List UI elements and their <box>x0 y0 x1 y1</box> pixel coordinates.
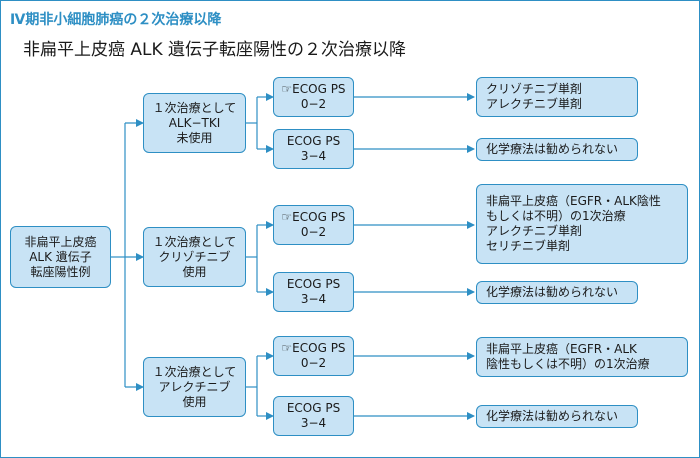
ps-label: ☞ECOG PS <box>281 341 346 355</box>
result-line: アレクチニブ単剤 <box>486 97 583 111</box>
ps-label: ECOG PS <box>286 277 341 291</box>
ps-poor-box: ECOG PS 3−4 <box>273 396 354 436</box>
root-box: 非扁平上皮癌 ALK 遺伝子 転座陽性例 <box>10 226 111 288</box>
result-line: クリゾチニブ単剤 <box>486 82 583 96</box>
treatment-box: １次治療として クリゾチニブ 使用 <box>143 227 246 287</box>
ps-range: 0−2 <box>300 225 327 239</box>
result-line: 化学療法は勧められない <box>486 409 619 423</box>
ps-good-box: ☞ECOG PS 0−2 <box>273 336 354 376</box>
root-line: 非扁平上皮癌 <box>24 234 97 249</box>
treatment-box: １次治療として アレクチニブ 使用 <box>143 357 246 417</box>
ps-range: 3−4 <box>300 149 327 163</box>
ps-poor-box: ECOG PS 3−4 <box>273 129 354 169</box>
ps-poor-box: ECOG PS 3−4 <box>273 272 354 312</box>
ps-label: ECOG PS <box>286 134 341 148</box>
treatment-line: アレクチニブ <box>158 379 231 394</box>
result-box: 化学療法は勧められない <box>476 281 638 304</box>
figure-subtitle: 非扁平上皮癌 ALK 遺伝子転座陽性の２次治療以降 <box>23 40 407 60</box>
ps-label: ☞ECOG PS <box>281 210 346 224</box>
treatment-line: クリゾチニブ <box>158 249 231 264</box>
ps-range: 0−2 <box>300 97 327 111</box>
treatment-line: ALK−TKI <box>168 115 221 130</box>
result-line: もしくは不明）の1次治療 <box>486 209 626 223</box>
result-line: 非扁平上皮癌（EGFR・ALK <box>486 342 637 356</box>
result-box: 非扁平上皮癌（EGFR・ALK 陰性もしくは不明）の1次治療 <box>476 337 688 377</box>
treatment-line: 未使用 <box>176 130 213 145</box>
result-line: アレクチニブ単剤 <box>486 224 583 238</box>
treatment-box: １次治療として ALK−TKI 未使用 <box>143 93 246 153</box>
result-line: 非扁平上皮癌（EGFR・ALK陰性 <box>486 194 661 208</box>
result-line: セリチニブ単剤 <box>486 239 571 253</box>
ps-good-box: ☞ECOG PS 0−2 <box>273 77 354 117</box>
result-box: 化学療法は勧められない <box>476 138 638 161</box>
ps-good-box: ☞ECOG PS 0−2 <box>273 205 354 245</box>
ps-range: 0−2 <box>300 356 327 370</box>
ps-range: 3−4 <box>300 416 327 430</box>
result-line: 化学療法は勧められない <box>486 285 619 299</box>
ps-range: 3−4 <box>300 292 327 306</box>
treatment-line: １次治療として <box>152 364 237 379</box>
root-line: ALK 遺伝子 <box>29 249 92 264</box>
root-line: 転座陽性例 <box>30 264 91 279</box>
treatment-line: １次治療として <box>152 100 237 115</box>
result-box: 化学療法は勧められない <box>476 405 638 428</box>
ps-label: ☞ECOG PS <box>281 82 346 96</box>
ps-label: ECOG PS <box>286 401 341 415</box>
result-box: クリゾチニブ単剤 アレクチニブ単剤 <box>476 77 638 117</box>
figure-title: Ⅳ期非小細胞肺癌の２次治療以降 <box>10 12 222 28</box>
treatment-line: 使用 <box>182 264 207 279</box>
treatment-line: 使用 <box>182 394 207 409</box>
treatment-line: １次治療として <box>152 234 237 249</box>
result-line: 化学療法は勧められない <box>486 142 619 156</box>
result-line: 陰性もしくは不明）の1次治療 <box>486 357 650 371</box>
result-box: 非扁平上皮癌（EGFR・ALK陰性 もしくは不明）の1次治療 アレクチニブ単剤 … <box>476 184 688 264</box>
